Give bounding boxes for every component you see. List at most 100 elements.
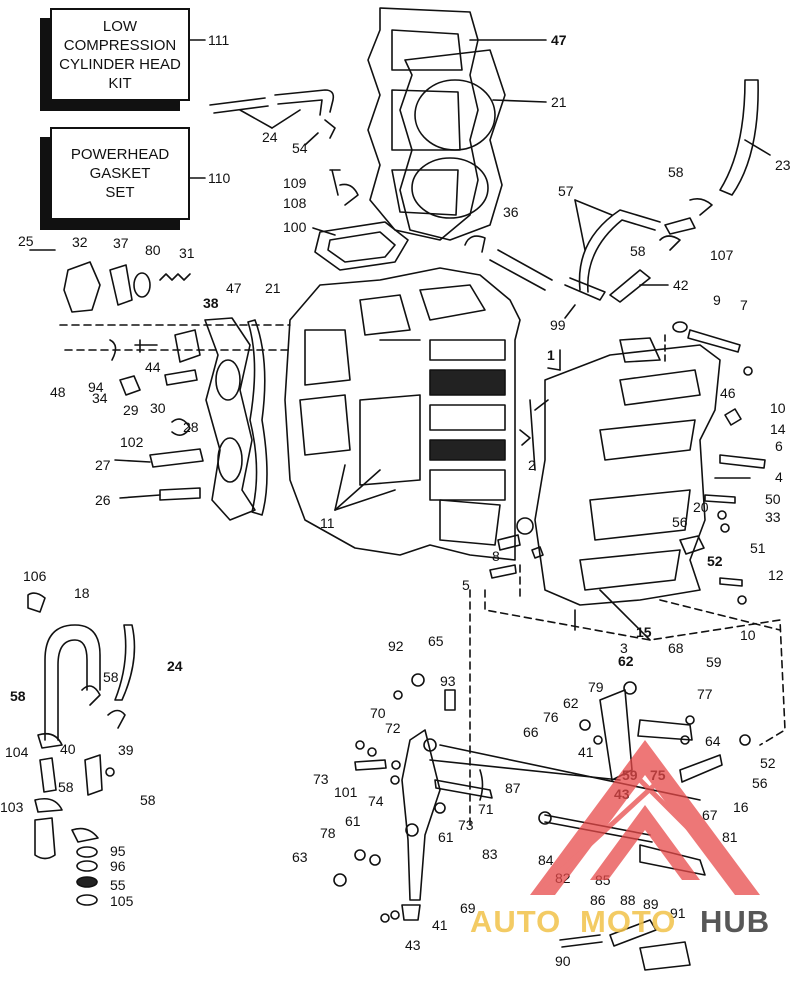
ref-label: 86 (590, 892, 606, 908)
ref-label: 24 (262, 129, 278, 145)
ref-label: 52 (707, 553, 723, 569)
ref-label: 7 (740, 297, 748, 313)
ref-label: 41 (578, 744, 594, 760)
ref-label: 26 (95, 492, 111, 508)
ref-label: 54 (292, 140, 308, 156)
ref-label: 16 (733, 799, 749, 815)
ref-label: 78 (320, 825, 336, 841)
ref-label: 104 (5, 744, 29, 760)
ref-label: 61 (438, 829, 454, 845)
ref-label: 25 (18, 233, 34, 249)
kit-line: LOW (102, 17, 138, 35)
ref-label: 96 (110, 858, 126, 874)
crankcase-block (284, 267, 536, 561)
ref-label: 58 (630, 243, 646, 259)
ref-label: 106 (23, 568, 47, 584)
ref-label: 43 (405, 937, 421, 953)
ref-label: 10 (740, 627, 756, 643)
ref-label: 107 (710, 247, 734, 263)
ref-kit-110: 110 (208, 170, 231, 186)
ref-label: 65 (428, 633, 444, 649)
ref-label: 27 (95, 457, 111, 473)
ref-label: 102 (120, 434, 144, 450)
ref-label: 8 (492, 548, 500, 564)
wm-moto: MOTO (580, 904, 676, 939)
ref-label: 57 (558, 183, 574, 199)
ref-label: 61 (345, 813, 361, 829)
ref-label: 33 (765, 509, 781, 525)
ref-label: 56 (672, 514, 688, 530)
ref-label: 46 (720, 385, 736, 401)
ref-label: 58 (10, 688, 26, 704)
ref-label: 36 (503, 204, 519, 220)
ref-label: 89 (643, 896, 659, 912)
ref-label: 1 (547, 347, 555, 363)
ref-label: 83 (482, 846, 498, 862)
ref-label: 92 (388, 638, 404, 654)
ref-label: 88 (620, 892, 636, 908)
ref-label: 63 (292, 849, 308, 865)
ref-label: 67 (702, 807, 718, 823)
ref-label: 91 (670, 905, 686, 921)
ref-label: 20 (693, 499, 709, 515)
ref-label: 47 (226, 280, 242, 296)
ref-label: 62 (563, 695, 579, 711)
ref-label: 44 (145, 359, 161, 375)
kit-line: POWERHEAD (70, 146, 170, 163)
ref-label: 79 (588, 679, 604, 695)
ref-label: 108 (283, 195, 307, 211)
ref-label: 24 (167, 658, 183, 674)
ref-label: 34 (92, 390, 108, 406)
ref-label: 21 (265, 280, 281, 296)
ref-label: 87 (505, 780, 521, 796)
powerhead-gasket-set-box: POWERHEAD GASKET SET (40, 127, 190, 230)
ref-label: 81 (722, 829, 738, 845)
ref-label: 58 (668, 164, 684, 180)
ref-label: 14 (770, 421, 786, 437)
ref-label: 21 (551, 94, 567, 110)
ref-label: 99 (550, 317, 566, 333)
cylinder-head-top (367, 7, 547, 241)
ref-label: 38 (203, 295, 219, 311)
ref-label: 32 (72, 234, 88, 250)
ref-kit-111: 111 (208, 32, 229, 48)
ref-label: 58 (58, 779, 74, 795)
ref-label: 47 (551, 32, 567, 48)
ref-label: 42 (673, 277, 689, 293)
ref-label: 73 (313, 771, 329, 787)
ref-label: 56 (752, 775, 768, 791)
ref-label: 71 (478, 801, 494, 817)
ref-label: 94 (88, 379, 104, 395)
automotohub-wordmark: AUTO MOTO HUB (470, 904, 770, 939)
ref-label: 28 (183, 419, 199, 435)
ref-label: 76 (543, 709, 559, 725)
ref-label: 12 (768, 567, 784, 583)
ref-label: 55 (110, 877, 126, 893)
ref-label: 4 (775, 469, 783, 485)
bypass-cover (534, 334, 721, 606)
ref-label: 5 (462, 577, 470, 593)
ref-label: 2 (528, 457, 536, 473)
reference-numbers: 111 110 47 21 24 54 109 108 100 36 57 58… (0, 32, 791, 969)
ref-label: 48 (50, 384, 66, 400)
head-gasket-top (399, 49, 547, 241)
kit-line: COMPRESSION (63, 36, 177, 54)
ref-label: 80 (145, 242, 161, 258)
ref-label: 29 (123, 402, 139, 418)
ref-label: 10 (770, 400, 786, 416)
ref-label: 73 (458, 817, 474, 833)
ref-label: 11 (320, 515, 335, 531)
automotohub-logo (530, 740, 760, 895)
ref-label: 41 (432, 917, 448, 933)
ref-label: 105 (110, 893, 134, 909)
kit-line: GASKET (89, 165, 151, 182)
wm-hub: HUB (700, 904, 770, 939)
ref-label: 58 (140, 792, 156, 808)
ref-label: 66 (523, 724, 539, 740)
ref-label: 84 (538, 852, 554, 868)
ref-label: 103 (0, 799, 24, 815)
side-cover-assembly (204, 317, 268, 521)
ref-label: 30 (150, 400, 166, 416)
ref-label: 9 (713, 292, 721, 308)
